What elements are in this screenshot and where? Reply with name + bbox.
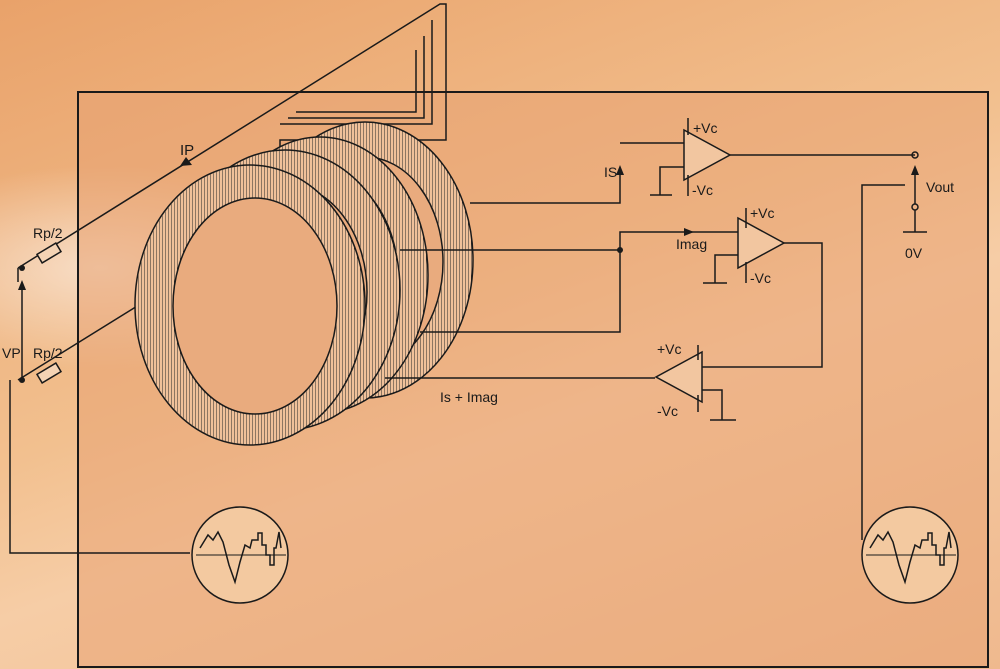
resistor-top bbox=[35, 242, 63, 264]
vout-label: Vout bbox=[926, 179, 954, 195]
amplifier-3 bbox=[654, 345, 736, 421]
ip-arrow bbox=[180, 157, 192, 166]
output-terminals bbox=[861, 151, 927, 540]
imag-label: Imag bbox=[676, 236, 707, 252]
scope-left bbox=[191, 506, 289, 604]
amp1-neg-label: -Vc bbox=[692, 182, 713, 198]
ip-label: IP bbox=[180, 142, 194, 159]
amp3-pos-label: +Vc bbox=[657, 341, 682, 357]
is-arrow bbox=[616, 165, 624, 175]
amplifier-2 bbox=[702, 208, 823, 368]
zero-v-label: 0V bbox=[905, 245, 923, 261]
amp2-neg-label: -Vc bbox=[750, 270, 771, 286]
vp-scope-wire bbox=[9, 380, 190, 554]
is-plus-imag-label: Is + Imag bbox=[440, 389, 498, 405]
vp-terminal-bottom bbox=[19, 377, 25, 383]
winding-leads bbox=[385, 175, 720, 379]
amp2-pos-label: +Vc bbox=[750, 205, 775, 221]
vout-arrow bbox=[911, 165, 919, 175]
rp-top-label: Rp/2 bbox=[33, 225, 63, 241]
amp1-pos-label: +Vc bbox=[693, 120, 718, 136]
vp-terminal-top bbox=[19, 265, 25, 271]
toroid-core-1 bbox=[134, 164, 366, 446]
amp3-neg-label: -Vc bbox=[657, 403, 678, 419]
is-label: IS bbox=[604, 164, 617, 180]
imag-arrow bbox=[684, 228, 694, 236]
resistor-bottom bbox=[35, 362, 63, 384]
rp-bottom-label: Rp/2 bbox=[33, 345, 63, 361]
vp-label: VP bbox=[2, 345, 21, 361]
scope-right bbox=[861, 506, 959, 604]
amplifier-1 bbox=[620, 118, 915, 196]
